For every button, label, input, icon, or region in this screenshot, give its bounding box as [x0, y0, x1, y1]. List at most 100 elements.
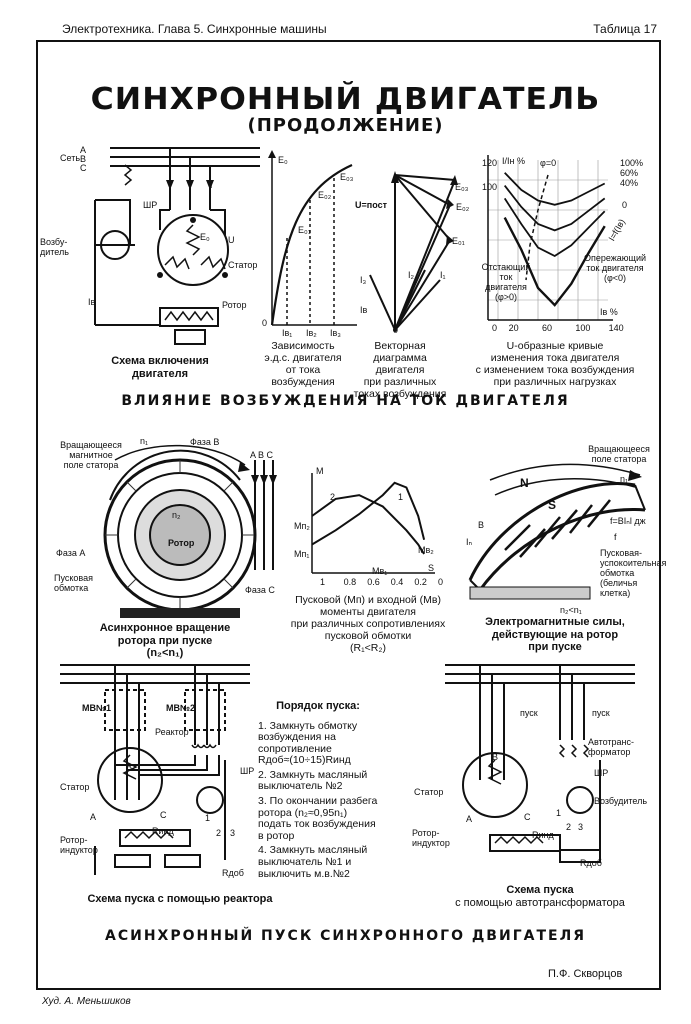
- switch-2-b: 2: [566, 822, 572, 832]
- phase-lines: [251, 460, 277, 570]
- reactor-start-diagram: [60, 664, 250, 875]
- switch-1: 1: [205, 813, 211, 823]
- e0-label: E₀: [200, 232, 210, 242]
- machine-cross-section: [103, 444, 257, 618]
- procedure-step: 4. Замкнуть масляный выключатель №1 и вы…: [258, 844, 368, 880]
- procedure-step: 3. По окончании разбега ротора (n₂≈0,95n…: [258, 795, 378, 842]
- e02-label: E₀₂: [318, 190, 332, 200]
- i-label: I: [210, 180, 213, 190]
- torque-curve-1: [311, 481, 426, 546]
- u-x-tick: 0: [492, 323, 498, 333]
- curve-2-label: 2: [330, 492, 336, 502]
- n1-label: n₁: [140, 436, 149, 446]
- fig7-b: B: [478, 520, 485, 530]
- switch-3: 3: [230, 828, 236, 838]
- vec-i3: I₃: [360, 275, 367, 285]
- node-a: A: [90, 812, 97, 822]
- u-y-axis-label: I/Iн %: [502, 156, 525, 166]
- page-title: СИНХРОННЫЙ ДВИГАТЕЛЬ: [90, 82, 601, 117]
- artist-credit: Худ. А. Меньшиков: [42, 996, 131, 1007]
- start-procedure: Порядок пуска: 1. Замкнуть обмотку возбу…: [258, 700, 378, 883]
- load-60: 60%: [620, 168, 639, 178]
- iv3-label: Iв₃: [330, 328, 341, 338]
- n2-label: n₂: [172, 510, 181, 520]
- exciter-label-3: Возбудитель: [594, 796, 648, 806]
- stator-label-2: Статор: [60, 782, 90, 792]
- vec-e01: E₀₁: [452, 236, 465, 246]
- load-0: 0: [622, 200, 628, 210]
- iv1-label: Iв₁: [282, 328, 293, 338]
- vector-diagram: [369, 171, 458, 332]
- abc-label: A B C: [250, 450, 274, 460]
- stator-label-3: Статор: [414, 787, 444, 797]
- u-curve-series-4: [503, 217, 606, 307]
- fig7-north: N: [520, 476, 529, 490]
- fig7-in: Iₙ: [466, 537, 473, 547]
- e03-label: E₀₃: [340, 172, 354, 182]
- torque-mp2: Mп₂: [294, 521, 310, 531]
- shr-label-3: ШР: [594, 768, 609, 778]
- rind-label-2: Rинд: [532, 830, 554, 840]
- e0-axis-label: E₀: [278, 155, 288, 165]
- fig7-force: f=BIₙl дж: [610, 516, 646, 526]
- rotor-inductor-label-2: Ротор-индуктор: [412, 828, 450, 848]
- u-vector-label: U=пост: [355, 200, 387, 210]
- u-y-tick-100: 100: [482, 182, 498, 192]
- torque-x-tick: 0.2: [414, 577, 427, 587]
- torque-m-label: M: [316, 466, 324, 476]
- mv2-label: МВ№2: [166, 703, 196, 713]
- phase-b-label: Фаза B: [190, 437, 220, 447]
- fig7-south: S: [548, 498, 557, 512]
- start-label-1: пуск: [520, 708, 538, 718]
- procedure-step: 2. Замкнуть масляный выключатель №2: [258, 768, 368, 793]
- autotransformer-label: Автотранс-форматор: [588, 737, 635, 757]
- vec-i1: I₁: [440, 270, 446, 280]
- connection-diagram: [94, 147, 260, 345]
- fig7-caption: Электромагнитные силы,действующие на рот…: [485, 616, 625, 653]
- fig7-n1: n₁: [620, 474, 629, 484]
- e01-label: E₀₁: [298, 225, 311, 235]
- origin-label: 0: [262, 318, 268, 328]
- node-c-2: C: [524, 812, 531, 822]
- u-x-axis-label: Iв %: [600, 307, 618, 317]
- autotransformer-start-diagram: [445, 664, 635, 863]
- u-y-tick-120: 120: [482, 158, 498, 168]
- author-signature: П.Ф. Скворцов: [548, 968, 623, 980]
- damper-winding-drawing: [468, 463, 646, 600]
- torque-x-tick: 0.8: [343, 577, 357, 587]
- u-curve-series-3: [503, 197, 606, 258]
- phase-c-label: Фаза C: [245, 585, 275, 595]
- switch-2: 2: [216, 828, 222, 838]
- exciter-label: Возбу-: [40, 237, 68, 247]
- rotor-center-label: Ротор: [168, 538, 195, 548]
- node-b: B: [126, 762, 133, 772]
- page-frame: [36, 40, 661, 990]
- vec-origin: 0: [393, 325, 399, 335]
- procedure-step: 1. Замкнуть обмотку возбуждения на сопро…: [258, 719, 358, 767]
- node-b-2: B: [492, 752, 499, 762]
- torque-mp1: Mп₁: [294, 549, 310, 559]
- phi0-label: φ=0: [540, 158, 557, 168]
- switch-1-b: 1: [556, 808, 562, 818]
- u-x-tick: 60: [542, 323, 553, 333]
- shr-label-2: ШР: [240, 766, 255, 776]
- procedure-title: Порядок пуска:: [276, 700, 360, 712]
- procedure-steps: 1. Замкнуть обмотку возбуждения на сопро…: [258, 719, 378, 881]
- reactor-label: Реактор: [155, 727, 189, 737]
- switch-3-b: 3: [578, 822, 584, 832]
- rdob-label-2: Rдоб: [580, 858, 602, 868]
- torque-chart: [311, 473, 435, 574]
- fig6-caption: Пусковой (Mп) и входной (Mв)моменты двиг…: [290, 594, 446, 654]
- iv-label: Iв: [88, 297, 96, 307]
- torque-curve-2: [311, 494, 425, 555]
- page-subtitle: (ПРОДОЛЖЕНИЕ): [247, 115, 444, 136]
